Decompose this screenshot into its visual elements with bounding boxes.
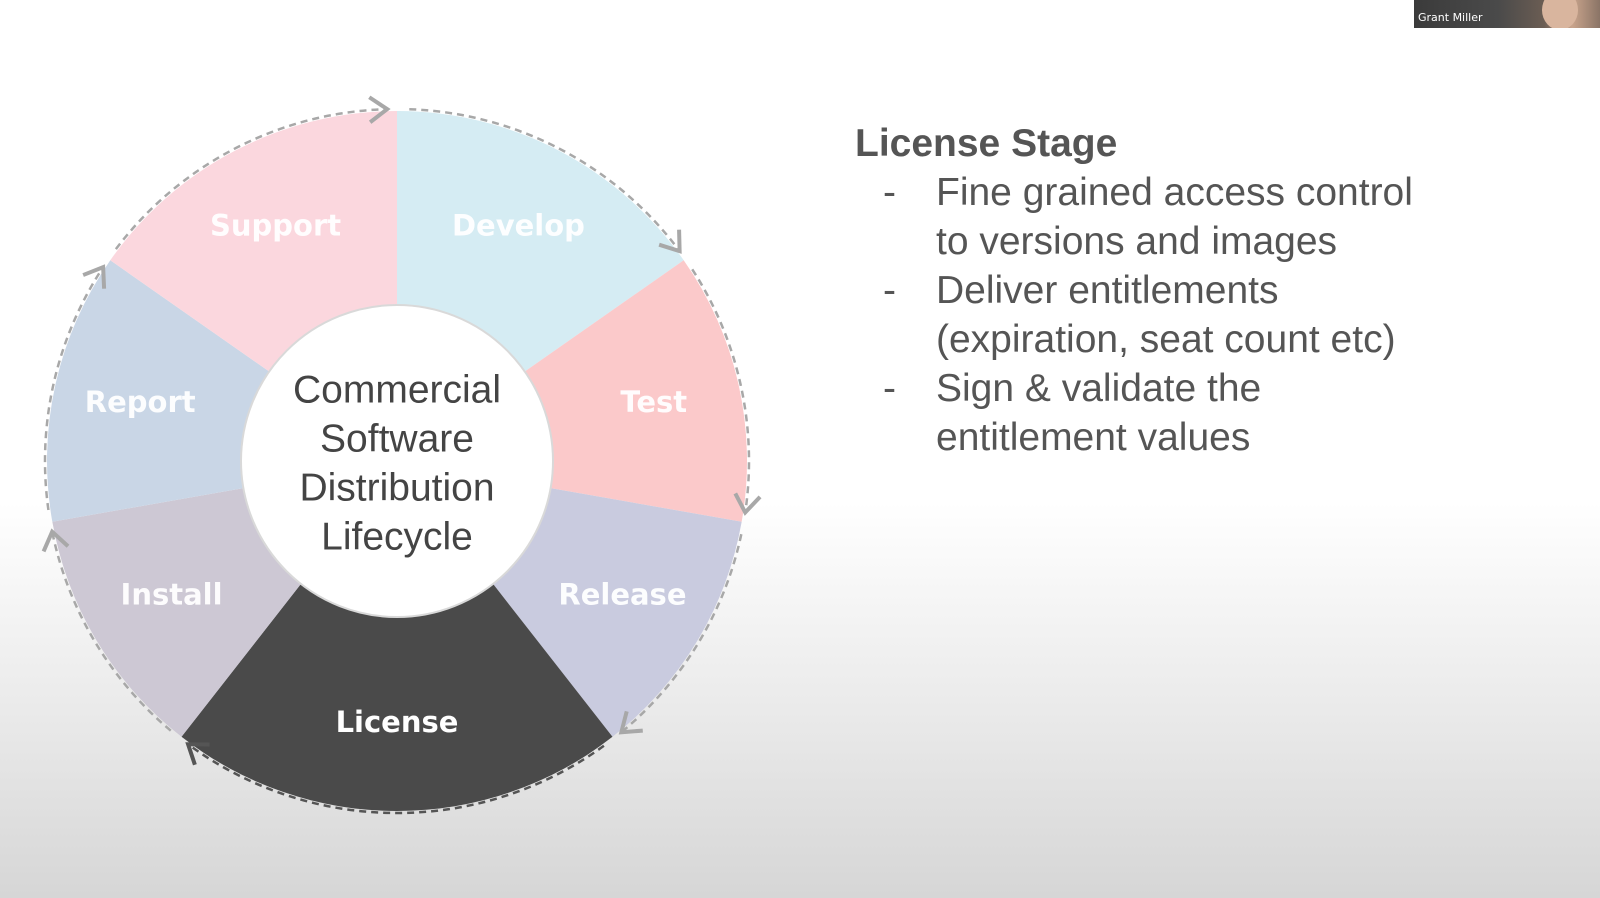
segment-label-license: License xyxy=(336,705,459,739)
bullet-line: entitlement values xyxy=(936,416,1251,459)
segment-label-release: Release xyxy=(558,577,686,611)
segment-release xyxy=(493,488,742,737)
bullet-line: Fine grained access control xyxy=(936,171,1413,214)
bullet-line: to versions and images xyxy=(936,220,1338,263)
segment-label-test: Test xyxy=(620,385,687,419)
segment-develop xyxy=(397,111,684,372)
center-line: Lifecycle xyxy=(321,515,473,558)
segment-label-report: Report xyxy=(85,385,196,419)
flow-arrow xyxy=(618,533,743,735)
segment-label-develop: Develop xyxy=(452,209,585,243)
stage-title: License Stage xyxy=(855,122,1118,165)
bullet-dash: - xyxy=(883,171,896,214)
flow-arrow xyxy=(185,742,605,815)
segment-report xyxy=(47,260,270,522)
center-line: Distribution xyxy=(299,466,494,509)
segment-license xyxy=(181,583,613,811)
bullet-item: - Deliver entitlements (expiration, seat… xyxy=(855,266,1555,364)
bullet-dash: - xyxy=(883,367,896,410)
participant-face xyxy=(1542,0,1578,28)
flow-arrow xyxy=(41,528,172,732)
bullet-item: - Fine grained access control to version… xyxy=(855,168,1555,266)
flow-arrow xyxy=(43,264,107,511)
segment-support xyxy=(110,111,397,372)
segment-install xyxy=(52,488,301,737)
bullet-line: Deliver entitlements xyxy=(936,269,1279,312)
segment-label-install: Install xyxy=(121,577,223,611)
center-line: Software xyxy=(320,417,474,460)
segment-test xyxy=(524,260,747,522)
bullet-item: - Sign & validate the entitlement values xyxy=(855,364,1555,462)
bullet-dash: - xyxy=(883,269,896,312)
bullet-line: Sign & validate the xyxy=(936,367,1262,410)
participant-name: Grant Miller xyxy=(1418,11,1483,24)
participant-video[interactable]: Grant Miller xyxy=(1414,0,1600,28)
segment-label-support: Support xyxy=(210,209,341,243)
flow-arrow xyxy=(114,95,391,250)
stage-panel: License Stage - Fine grained access cont… xyxy=(855,120,1555,462)
flow-arrow xyxy=(691,268,762,516)
bullet-line: (expiration, seat count etc) xyxy=(936,318,1396,361)
center-line: Commercial xyxy=(293,368,501,411)
flow-arrow xyxy=(409,107,682,254)
center-circle xyxy=(240,304,554,618)
